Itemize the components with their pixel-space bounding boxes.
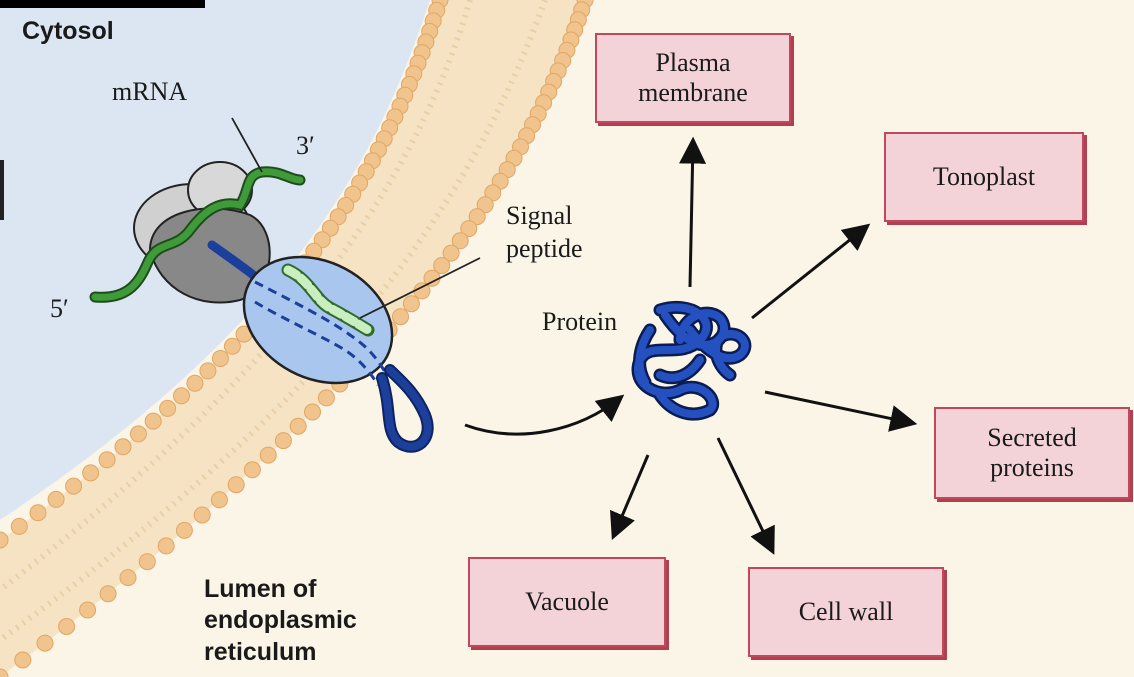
lipid-head (194, 507, 210, 523)
lipid-head (275, 433, 291, 449)
lipid-head (211, 492, 227, 508)
protein-label: Protein (542, 308, 617, 337)
destination-plasma-membrane: Plasma membrane (595, 33, 791, 123)
lipid-head (260, 447, 276, 463)
lipid-head (176, 522, 192, 538)
mrna-label: mRNA (112, 78, 187, 107)
destination-vacuole: Vacuole (468, 557, 666, 647)
lipid-head (200, 363, 216, 379)
lipid-head (318, 390, 334, 406)
lipid-head (393, 309, 409, 325)
lipid-head (66, 478, 82, 494)
lipid-head (48, 491, 64, 507)
lipid-head (290, 418, 306, 434)
destination-tonoplast: Tonoplast (884, 132, 1084, 222)
signal-peptide-label: Signal peptide (506, 200, 583, 265)
lipid-head (403, 296, 419, 312)
lipid-head (212, 351, 228, 367)
lipid-head (37, 635, 53, 651)
three-prime-label: 3′ (296, 132, 315, 161)
cytosol-label: Cytosol (22, 16, 114, 47)
lipid-head (59, 619, 75, 635)
lipid-head (120, 570, 136, 586)
lumen-label: Lumen of endoplasmic reticulum (204, 574, 357, 668)
lipid-head (160, 400, 176, 416)
lipid-head (130, 426, 146, 442)
lipid-head (174, 388, 190, 404)
lipid-head (11, 518, 27, 534)
lipid-head (305, 404, 321, 420)
lipid-head (224, 338, 240, 354)
lipid-head (187, 375, 203, 391)
lipid-head (80, 602, 96, 618)
lipid-head (99, 452, 115, 468)
lipid-head (145, 413, 161, 429)
five-prime-label: 5′ (50, 295, 69, 324)
lipid-head (139, 554, 155, 570)
lipid-head (30, 505, 46, 521)
destination-secreted-proteins: Secreted proteins (934, 407, 1130, 499)
lipid-head (414, 283, 430, 299)
lipid-head (100, 586, 116, 602)
destination-cell-wall: Cell wall (748, 567, 944, 657)
lipid-head (228, 477, 244, 493)
lipid-head (115, 439, 131, 455)
lipid-head (158, 538, 174, 554)
lipid-head (83, 465, 99, 481)
lipid-head (244, 462, 260, 478)
lipid-head (15, 652, 31, 668)
